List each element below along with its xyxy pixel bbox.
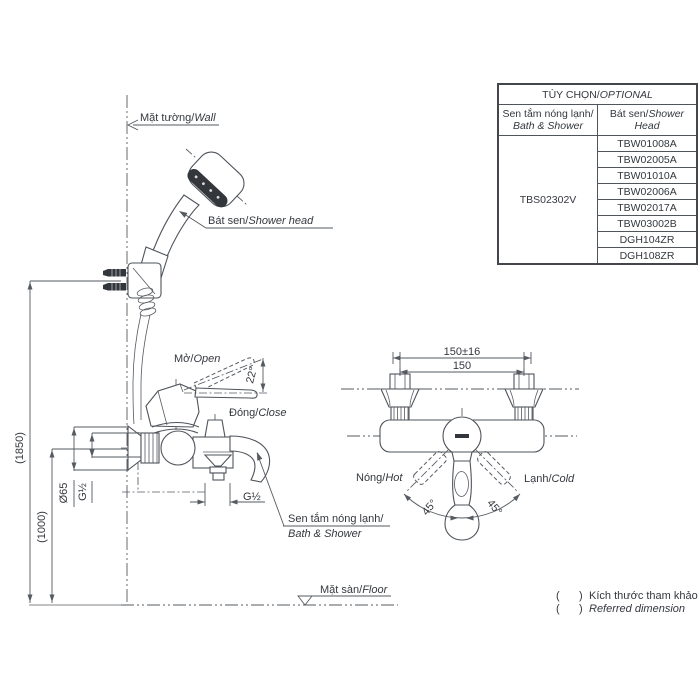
handle-ghost-left: [413, 451, 447, 485]
col-header-shower-head: Bát sen/Shower Head: [597, 104, 698, 136]
shower-head-code: DGH108ZR: [597, 247, 698, 265]
open-label: Mở/Open: [174, 353, 220, 365]
shower-hose: [132, 287, 157, 425]
thread-hatch: [144, 433, 158, 463]
wall-label-en: Wall: [194, 112, 216, 124]
shower-head-code: TBW03002B: [597, 215, 698, 232]
wall-open-arrow-icon: [126, 119, 139, 131]
bath-shower-label-en: Bath & Shower: [288, 528, 363, 540]
nozzle-dot: [194, 175, 198, 179]
cold-label: Lạnh/Cold: [524, 473, 575, 485]
swing-axis-left: [406, 449, 449, 492]
shower-head-body: [188, 151, 245, 208]
head-axis-marks: [185, 148, 248, 206]
side-view-faucet: [127, 357, 271, 483]
nozzle-dot: [209, 189, 213, 192]
right-flange: [504, 388, 544, 408]
shower-head-code: TBW01008A: [597, 135, 698, 152]
mounting-screws: [103, 269, 126, 291]
options-table: TÙY CHỌN/OPTIONAL Sen tắm nóng lạnh/Bath…: [497, 83, 698, 265]
left-flange: [380, 388, 420, 408]
dimension-lines: [27, 280, 532, 603]
diverter-knob: [204, 419, 226, 438]
floor-label: Mặt sàn/Floor: [320, 584, 389, 596]
wall-label-vi: Mặt tường/: [140, 112, 195, 124]
dim-1000-text: (1000): [36, 511, 48, 543]
shower-head-code: TBW01010A: [597, 167, 698, 184]
col-header-bath-shower: Sen tắm nóng lạnh/Bath & Shower: [497, 104, 598, 136]
nozzle-dot: [216, 195, 220, 199]
aerator-wedge: [203, 454, 233, 467]
dim-dia65-text: Ø65: [58, 483, 70, 504]
note-line2: ()Referred dimension: [556, 603, 685, 615]
lever-open-ghost: [193, 357, 255, 393]
aerator-outlet: [212, 472, 225, 481]
dim-45-left-text: 45°: [420, 497, 440, 517]
inlet-thread: [140, 432, 160, 464]
options-table-title: TÙY CHỌN/OPTIONAL: [497, 83, 698, 105]
valve-circle-side: [160, 430, 196, 466]
hub-facets: [157, 383, 184, 426]
drawing-texts: Mặt tường/Wall Bát sen/Shower head Mở/Op…: [14, 112, 698, 615]
dim-g12-spout-lines: [190, 483, 265, 506]
front-view-faucet: [379, 373, 545, 541]
dim-45-right-text: 45°: [484, 497, 504, 517]
shower-head: [187, 151, 245, 208]
dim-150-text: 150: [453, 360, 471, 372]
dim-1000-lines: [51, 448, 127, 603]
shower-head-code: TBW02005A: [597, 151, 698, 168]
nozzle-dot: [202, 182, 205, 186]
floor-level-icon: [297, 595, 313, 606]
handle-ghost-right: [477, 451, 511, 485]
left-mount: [380, 373, 420, 422]
shower-head-code: TBW02017A: [597, 199, 698, 216]
temp-indicator: [455, 434, 469, 438]
bath-shower-leader: [256, 452, 390, 527]
dim-22-text: 22°: [244, 366, 260, 385]
lever-open-axis: [183, 358, 264, 391]
dim-g12-spout-text: G½: [243, 491, 261, 503]
wall-label: Mặt tường/Wall: [140, 112, 216, 124]
referred-dimension-notes: ()Kích thước tham khảo ()Referred dimens…: [556, 590, 698, 615]
dim-g12-inlet-text: G½: [77, 483, 89, 501]
product-code-cell: TBS02302V: [497, 135, 598, 265]
dim-150tol-text: 150±16: [444, 346, 481, 358]
lever-hub: [145, 383, 200, 428]
leaders-symbols: [126, 119, 391, 606]
spout: [229, 435, 271, 483]
dim-1850-lines: [29, 280, 121, 603]
left-hex-nut: [389, 373, 411, 390]
swing-axis-right: [475, 449, 518, 492]
note-line1: ()Kích thước tham khảo: [556, 590, 698, 602]
front-handle: [444, 451, 480, 541]
bonnet-ring: [151, 421, 200, 434]
dim-g12-inlet-lines: [91, 432, 141, 503]
aerator-ring: [209, 466, 227, 474]
dim-dia65-lines: [73, 426, 129, 507]
hot-label: Nóng/Hot: [356, 472, 403, 484]
shower-head-code: DGH104ZR: [597, 231, 698, 248]
bath-shower-label-vi: Sen tắm nóng lạnh/: [288, 512, 384, 525]
right-hex-nut: [513, 373, 535, 390]
close-label: Đóng/Close: [229, 407, 286, 419]
dim-1850-text: (1850): [14, 432, 26, 464]
shower-head-label: Bát sen/Shower head: [208, 215, 314, 227]
bracket-detail: [132, 267, 156, 295]
right-mount: [504, 373, 544, 422]
shower-head-code: TBW02006A: [597, 183, 698, 200]
